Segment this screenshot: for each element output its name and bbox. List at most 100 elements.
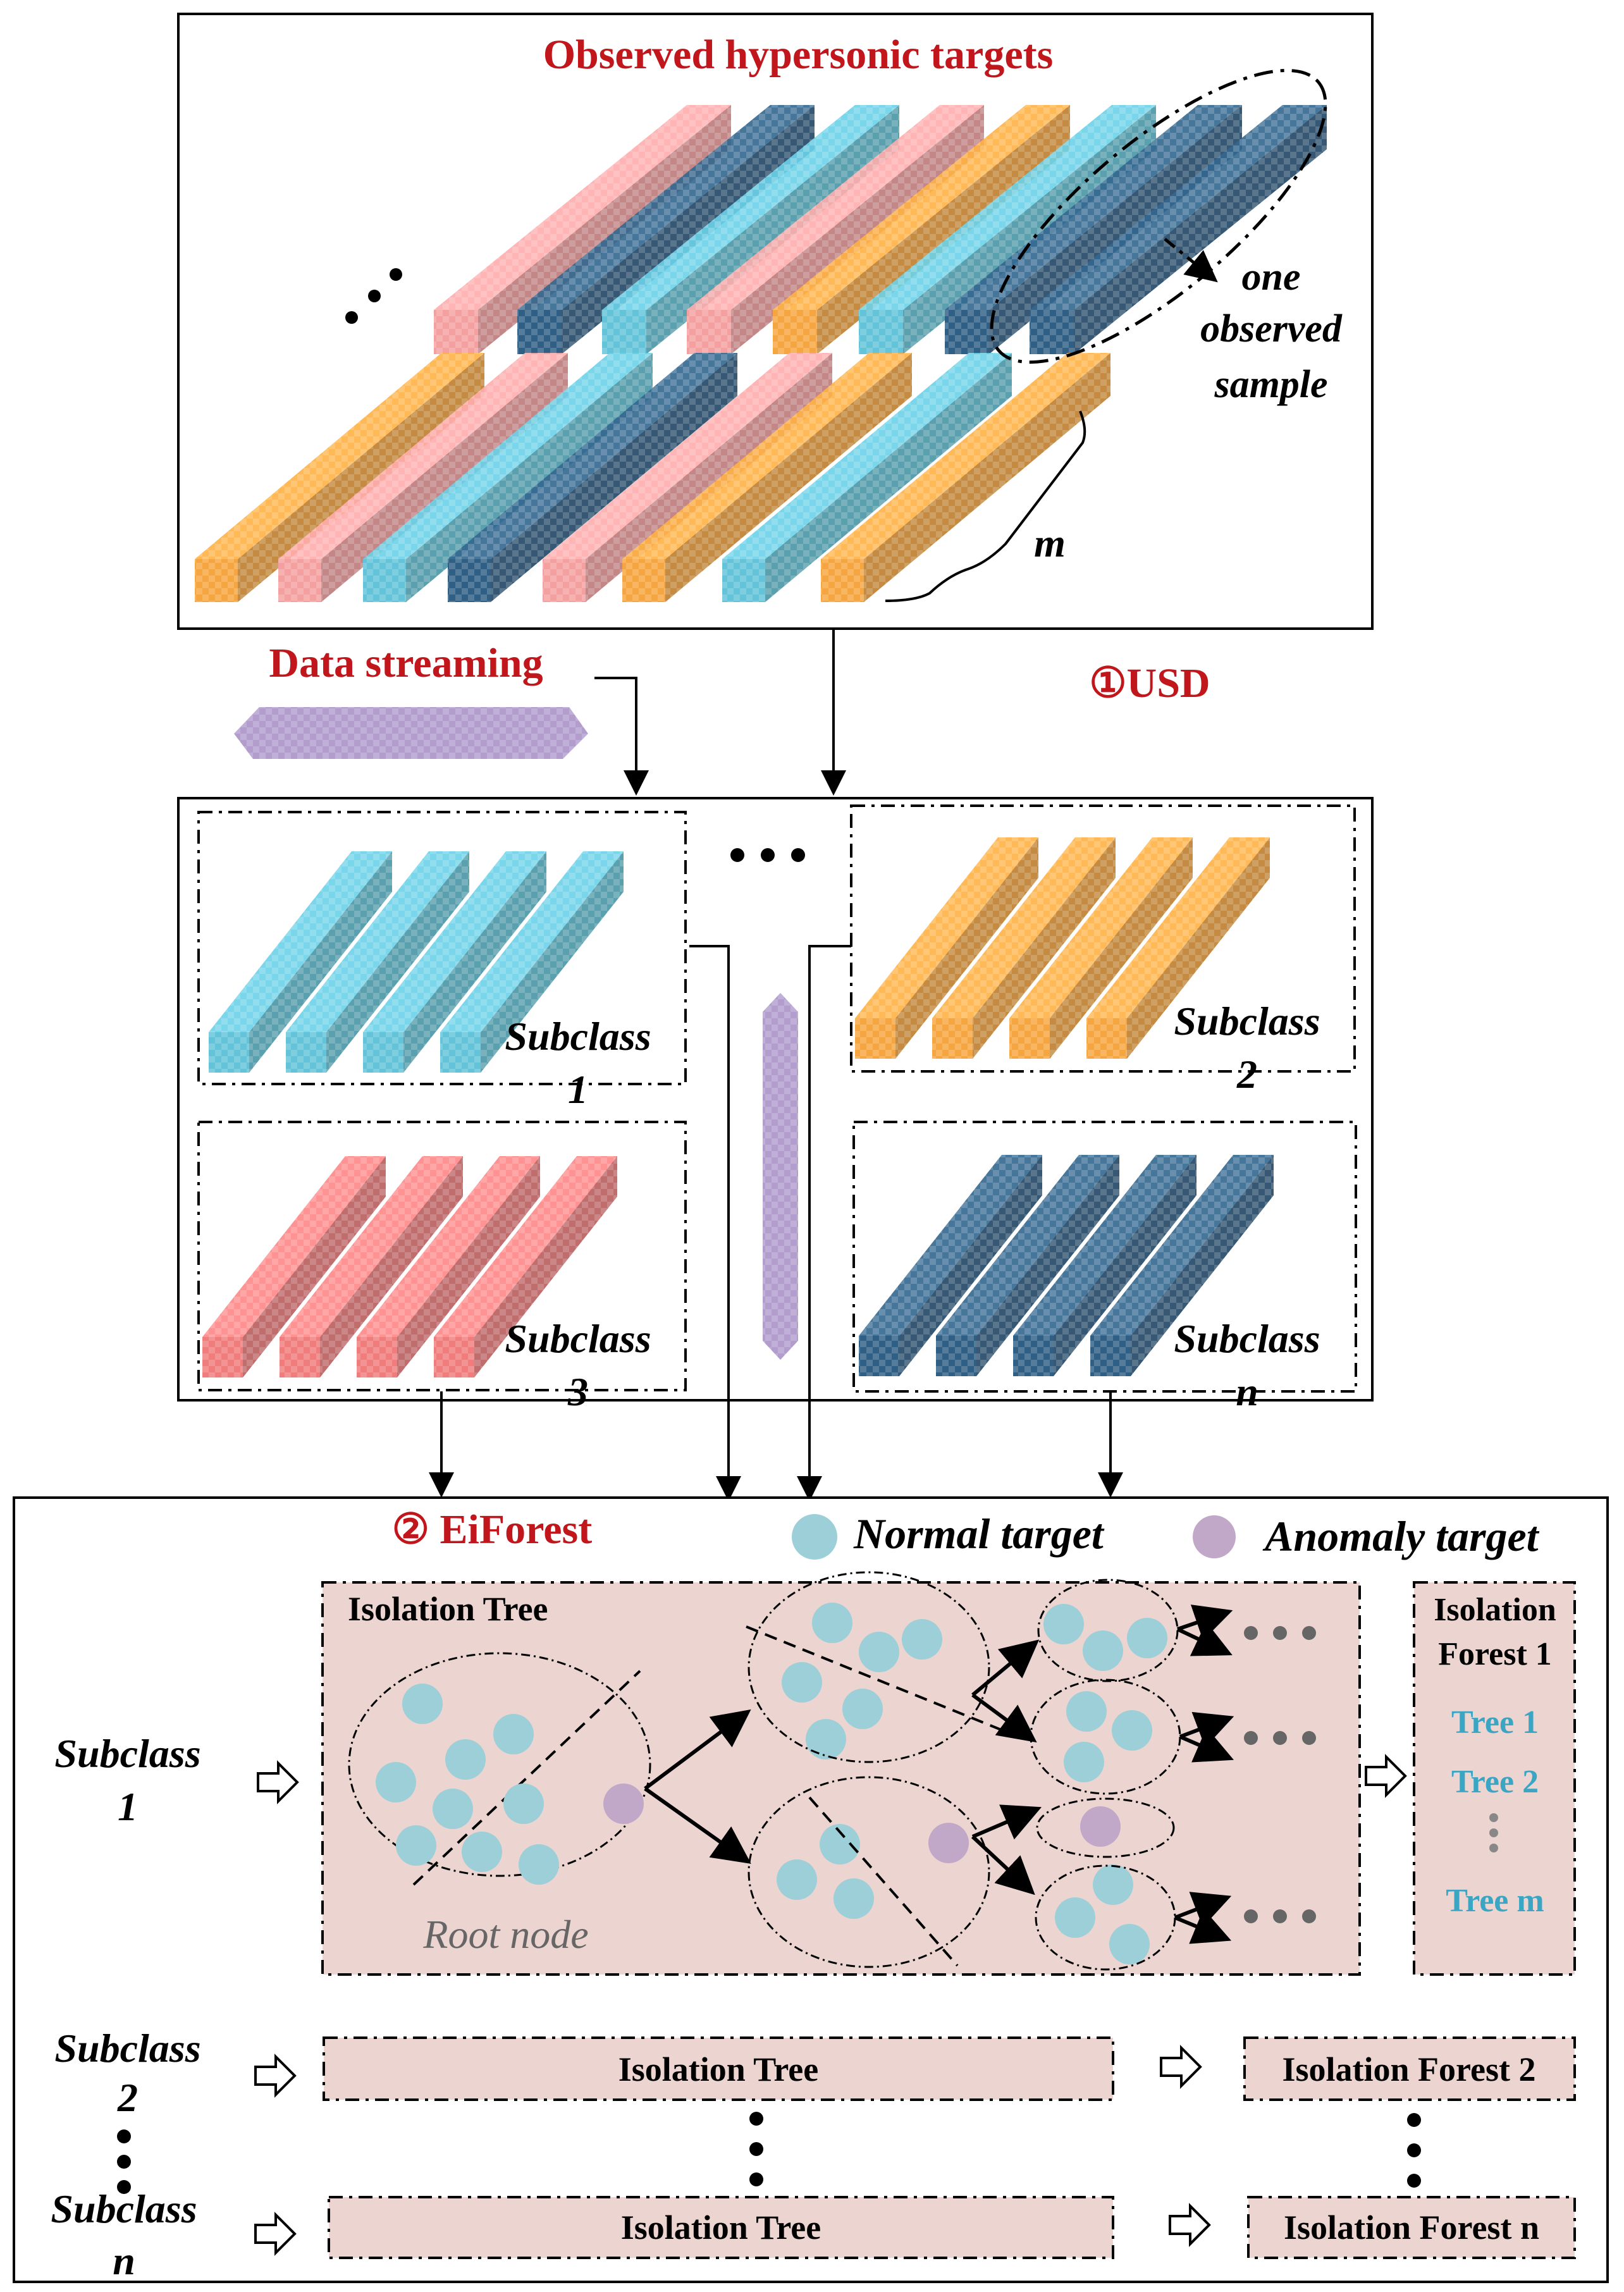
isolation-forest-1-box <box>1413 1581 1576 1976</box>
hollow-arrow-rown-in <box>254 2212 297 2256</box>
normal-point <box>812 1603 852 1643</box>
normal-point <box>493 1714 534 1754</box>
subclass-2-bar-3 <box>1009 837 1193 1059</box>
row2-forest-label: Isolation Forest 2 <box>1283 2050 1536 2088</box>
hollow-arrow-row1-in <box>257 1760 299 1804</box>
normal-point <box>1066 1691 1107 1732</box>
normal-point <box>396 1825 436 1866</box>
subclass-2-bar-2 <box>932 837 1116 1059</box>
subclass-1-number: 1 <box>568 1067 588 1112</box>
subclass-2-box <box>850 804 1356 1073</box>
subclass-3-box <box>197 1121 687 1391</box>
subclass-n-bars <box>859 1155 1274 1376</box>
normal-point <box>1055 1897 1095 1938</box>
forest-1-tree-m: Tree m <box>1446 1883 1544 1919</box>
legend-anomaly-swatch <box>1193 1515 1236 1558</box>
ellipsis-dots-top <box>345 268 402 324</box>
subclass-3-label: Subclass <box>505 1316 651 1361</box>
observed-bar-front-2 <box>278 353 568 602</box>
forest-1-title-line1: Isolation <box>1434 1592 1556 1628</box>
forest-1-ellipsis <box>1489 1813 1498 1852</box>
anomaly-point <box>928 1823 969 1863</box>
row-subclass-n-label: Subclass <box>51 2186 197 2231</box>
stream-to-usd-arrow <box>594 677 649 796</box>
subclass-3-bar-4 <box>434 1156 617 1377</box>
observed-bar-back-6 <box>859 105 1156 354</box>
data-stream-bar <box>234 707 588 759</box>
observed-bar-front-3 <box>363 353 653 602</box>
forest-1-tree-2: Tree 2 <box>1451 1764 1539 1800</box>
one-sample-label-line3: sample <box>1214 363 1327 406</box>
normal-point <box>1127 1618 1167 1658</box>
observed-bar-front-6 <box>622 353 912 602</box>
ellipsis-dots-subclasses <box>730 848 805 862</box>
normal-point <box>1064 1742 1104 1782</box>
subclass-3-bars <box>202 1156 617 1377</box>
subclass-1-label: Subclass <box>505 1014 651 1059</box>
normal-point <box>402 1684 443 1724</box>
legend-normal-swatch <box>792 1514 837 1560</box>
normal-point <box>433 1789 473 1829</box>
rows-ellipsis-dots <box>117 2112 1421 2194</box>
normal-point <box>859 1632 899 1672</box>
anomaly-point <box>603 1784 644 1824</box>
subclass-2-bars <box>855 837 1270 1059</box>
normal-point <box>902 1619 942 1660</box>
row2-tree-label: Isolation Tree <box>618 2050 819 2088</box>
root-node-ellipse <box>348 1652 651 1877</box>
subclass-n-label: Subclass <box>1174 1316 1320 1361</box>
isolation-forest-n-box <box>1247 2196 1576 2259</box>
subclass-1-bar-4 <box>440 851 624 1073</box>
subclass-n-box <box>852 1121 1357 1393</box>
hollow-arrow-row2-in <box>254 2054 297 2098</box>
normal-point <box>1112 1710 1152 1751</box>
observed-targets-title: Observed hypersonic targets <box>543 32 1054 78</box>
normal-point <box>1109 1924 1150 1964</box>
subclass-2-bar-1 <box>855 837 1038 1059</box>
subclass-n-number: n <box>1236 1369 1258 1414</box>
observed-bar-back-5 <box>773 105 1070 354</box>
subclass-n-bar-3 <box>1013 1155 1196 1376</box>
subclass-3-bar-1 <box>202 1156 386 1377</box>
subclass-n-bar-1 <box>859 1155 1042 1376</box>
isolation-tree-label-1: Isolation Tree <box>348 1590 548 1628</box>
observed-bar-back-4 <box>687 105 984 354</box>
leaf-ellipsis-dots <box>1244 1626 1316 1923</box>
normal-point <box>445 1739 486 1780</box>
observed-bar-front-4 <box>448 353 737 602</box>
subclass-3-number: 3 <box>567 1369 588 1414</box>
isolation-tree-box-2 <box>323 2036 1114 2101</box>
normal-point <box>806 1719 846 1759</box>
observed-bar-front-8 <box>821 353 1110 602</box>
sub2-to-eiforest-arrow <box>797 945 851 1501</box>
upper-split-line <box>746 1625 1025 1741</box>
observed-bar-back-8 <box>1030 105 1327 354</box>
normal-point <box>834 1878 874 1919</box>
observed-bars-back-row <box>434 105 1327 354</box>
subclass-1-bar-2 <box>286 851 469 1073</box>
isolation-forest-2-box <box>1243 2036 1576 2101</box>
normal-point <box>777 1859 817 1900</box>
normal-point <box>519 1844 559 1885</box>
observed-bar-front-7 <box>722 353 1012 602</box>
forest-1-tree-1: Tree 1 <box>1451 1704 1539 1741</box>
normal-point <box>1083 1630 1123 1671</box>
subclass-3-bar-2 <box>280 1156 463 1377</box>
data-streaming-label: Data streaming <box>269 640 543 686</box>
subclass-2-bar-4 <box>1086 837 1270 1059</box>
forest-1-title-line2: Forest 1 <box>1438 1636 1552 1672</box>
subclass-n-bar-2 <box>936 1155 1119 1376</box>
subclass-1-bar-1 <box>209 851 392 1073</box>
hollow-arrow-rown-out <box>1169 2203 1211 2247</box>
row-subclass-2-number: 2 <box>117 2075 138 2120</box>
isolation-tree-box-n <box>328 2196 1114 2259</box>
usd-step-label: ①USD <box>1089 660 1210 706</box>
sub1-to-eiforest-arrow <box>689 945 741 1501</box>
rown-tree-label: Isolation Tree <box>621 2209 821 2246</box>
row-subclass-n-number: n <box>113 2238 135 2283</box>
child-ellipse-upper <box>747 1571 990 1763</box>
tree-node-points <box>376 1603 1167 1964</box>
normal-point <box>1093 1864 1133 1905</box>
subclass-1-bar-3 <box>363 851 546 1073</box>
